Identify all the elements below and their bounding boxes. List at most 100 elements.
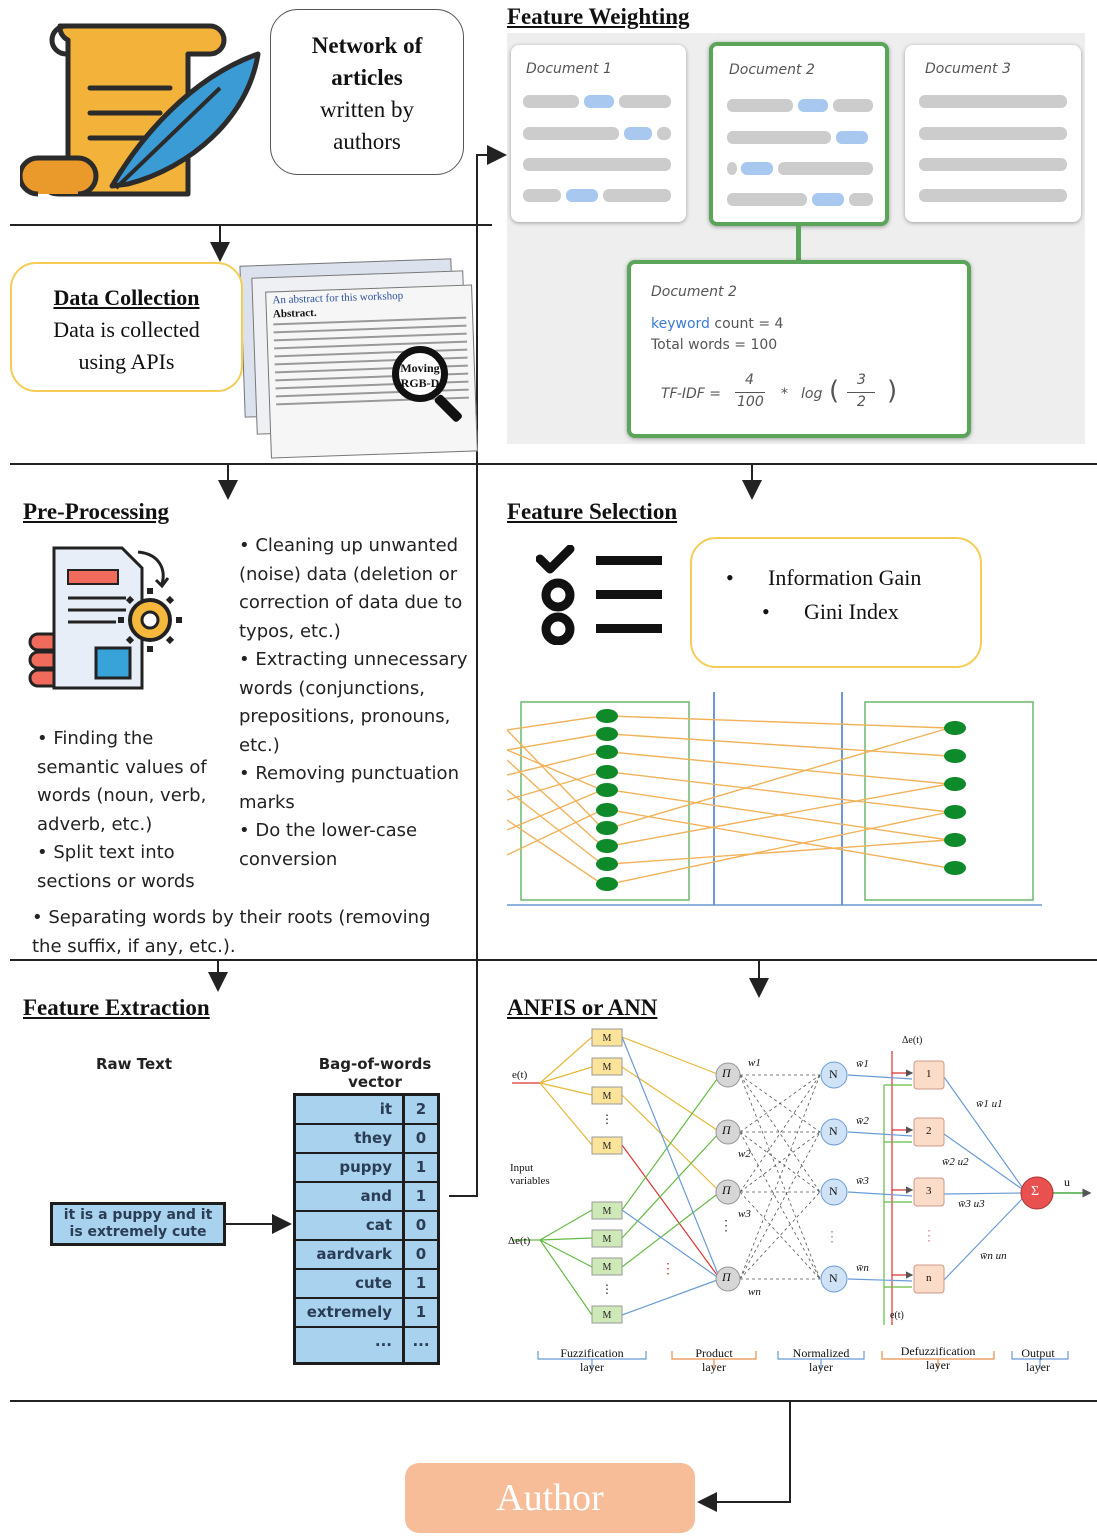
bow-count: 0 <box>415 1245 427 1263</box>
bow-word: cat <box>296 1212 405 1239</box>
tfidf-den1: 100 <box>737 394 764 410</box>
e-bottom-label: e(t) <box>890 1310 904 1321</box>
layer-label-line2: layer <box>926 1358 950 1372</box>
svg-text:M: M <box>603 1310 612 1321</box>
n-node-4: N <box>829 1271 838 1285</box>
document-1-card: Document 1 <box>511 45 686 222</box>
wu-label-n: w̄n un <box>980 1250 1007 1262</box>
bow-row: cute 1 <box>296 1270 437 1299</box>
bow-count: 1 <box>415 1303 427 1321</box>
layer-label-line1: Normalized <box>792 1346 850 1360</box>
document-2-connector <box>796 226 801 262</box>
bow-count: 1 <box>415 1187 427 1205</box>
defuzz-node-3: 3 <box>926 1185 932 1197</box>
svg-text:M: M <box>603 1062 612 1073</box>
bow-row: extremely 1 <box>296 1299 437 1328</box>
anfis-input-de: Δe(t) <box>508 1235 531 1247</box>
network-box-line4: authors <box>333 129 401 154</box>
anfis-input-e: e(t) <box>512 1069 528 1081</box>
network-box-line1: Network of <box>311 33 423 58</box>
feature-extraction-title: Feature Extraction <box>23 995 210 1020</box>
bow-row: ...... <box>296 1328 437 1362</box>
document-2-card: Document 2 <box>709 42 889 226</box>
feature-selection-box: • Information Gain • Gini Index <box>690 537 982 668</box>
pre-processing-title: Pre-Processing <box>23 499 170 524</box>
tfidf-times: * <box>781 386 788 402</box>
svg-text:⋮: ⋮ <box>825 1230 839 1245</box>
pre-bullet-extracting: • Extracting unnecessary words (conjunct… <box>239 649 468 756</box>
divider-row4 <box>10 1400 1097 1402</box>
input-vars-line1: Input <box>510 1162 534 1174</box>
feature-selection-network <box>507 692 1042 906</box>
svg-text:⋮: ⋮ <box>661 1262 675 1277</box>
wu-label-2: w̄2 u2 <box>942 1156 969 1168</box>
wu-label-3: w̄3 u3 <box>958 1198 985 1210</box>
input-vars-line2: variables <box>510 1175 550 1187</box>
papers-illustration: An abstract for this workshop Abstract. … <box>232 258 478 459</box>
pi-node-3: Π <box>722 1183 731 1197</box>
defuzz-node-n: n <box>926 1272 932 1284</box>
scroll-quill-icon <box>20 23 261 197</box>
document-2-bars <box>727 99 873 206</box>
wu-label-1: w̄1 u1 <box>976 1098 1003 1110</box>
bow-label-line2: vector <box>348 1073 402 1091</box>
magnifier-text2: RGB-D <box>400 376 440 390</box>
tfidf-num2: 3 <box>857 372 866 388</box>
wbar-label-n: w̄n <box>856 1262 869 1274</box>
svg-text:⋮: ⋮ <box>719 1219 733 1234</box>
document-1-label: Document 1 <box>526 61 612 77</box>
anfis-title: ANFIS or ANN <box>507 995 658 1020</box>
svg-text:⋮: ⋮ <box>601 1112 613 1126</box>
layer-label-line2: layer <box>1026 1360 1050 1374</box>
pre-bullet-cleaning: • Cleaning up unwanted (noise) data (del… <box>239 535 463 642</box>
n-node-1: N <box>829 1067 838 1081</box>
pi-node-4: Π <box>722 1270 731 1284</box>
total-words-line: Total words = 100 <box>651 337 778 353</box>
author-output-box: Author <box>405 1463 695 1533</box>
layer-label-line1: Defuzzification <box>900 1344 976 1358</box>
layer-label-line1: Output <box>1021 1346 1055 1360</box>
document-gear-icon <box>28 546 182 690</box>
feature-weighting-title: Feature Weighting <box>507 4 690 29</box>
de-top-label: Δe(t) <box>902 1035 923 1046</box>
svg-text:⋮: ⋮ <box>922 1229 936 1244</box>
keyword-count-line: keyword count = 4 <box>651 316 783 332</box>
divider-top-left <box>10 224 492 226</box>
bow-word: they <box>296 1125 405 1152</box>
keyword-word: keyword <box>651 316 710 332</box>
layer-label-line2: layer <box>702 1360 726 1374</box>
w-label-2: w2 <box>738 1148 751 1160</box>
anfis-network-diagram: M M M M M M M M ⋮⋮ ⋮ ⋮⋮⋮ <box>512 1028 1092 1369</box>
defuzz-node-1: 1 <box>926 1068 932 1080</box>
wbar-label-3: w̄3 <box>856 1175 869 1187</box>
layer-label-line1: Product <box>695 1346 733 1360</box>
svg-text:M: M <box>603 1091 612 1102</box>
document-3-card: Document 3 <box>905 45 1081 222</box>
tfidf-formula: TF-IDF = 4 100 * log ( 3 2 ) <box>661 372 898 410</box>
document-3-label: Document 3 <box>925 61 1011 77</box>
layer-label-line2: layer <box>809 1360 833 1374</box>
document-3-bars <box>919 95 1067 202</box>
keyword-count-rest: count = 4 <box>709 316 784 332</box>
bow-word: extremely <box>296 1299 405 1326</box>
document-2-label: Document 2 <box>729 62 815 78</box>
bow-word: cute <box>296 1270 405 1297</box>
magnifier-text1: Moving <box>400 361 440 375</box>
checklist-icon <box>536 545 662 645</box>
tfidf-log: log <box>801 386 823 402</box>
pre-processing-right-bullets: • Cleaning up unwanted (noise) data (del… <box>239 532 475 874</box>
bow-count: 1 <box>415 1274 427 1292</box>
tfidf-den2: 2 <box>857 394 866 410</box>
document-1-bars <box>523 95 671 202</box>
sentence-line2: is extremely cute <box>69 1224 207 1240</box>
